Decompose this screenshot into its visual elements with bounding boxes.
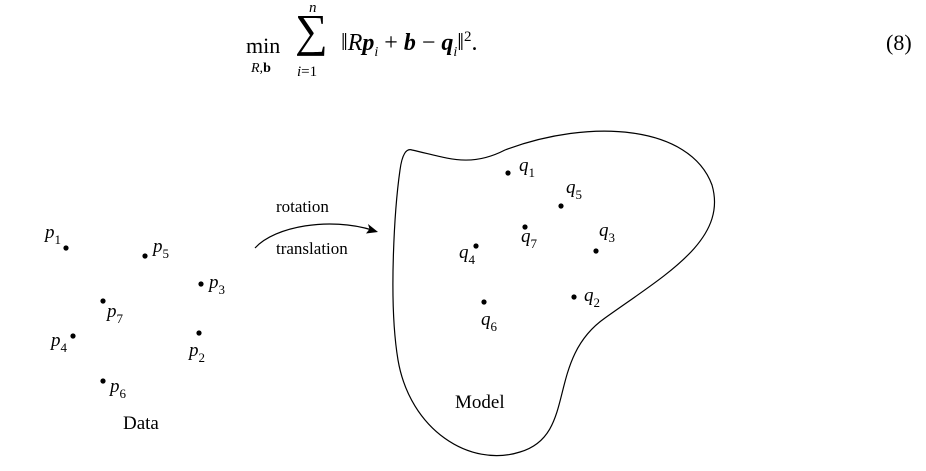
data-point-3-dot [198,281,204,287]
model-point-1-subscript: 1 [529,165,536,180]
data-point-4-label: p4 [49,330,68,355]
model-point-5-dot [558,203,564,209]
data-point-2-subscript: 2 [199,350,206,365]
norm-close: ‖ [457,30,465,56]
model-outline [392,130,715,457]
norm-power: 2 [464,29,472,45]
min-subscript: R,b [251,61,271,77]
data-point-1-subscript: 1 [55,232,62,247]
model-point-6-subscript: 6 [491,319,498,334]
plus-sign: + [378,30,404,56]
data-point-7-subscript: 7 [117,311,124,326]
model-point-4-dot [473,243,479,249]
model-point-6-label: q6 [481,309,498,334]
data-point-1-label: p1 [43,222,61,247]
equation-8: min R,b n ∑ i=1 ‖Rpi + b − qi‖2. [240,0,540,95]
equation-period: . [471,30,478,56]
model-point-3-subscript: 3 [609,230,616,245]
data-point-6-subscript: 6 [120,386,127,401]
translation-label: translation [276,239,348,258]
model-point-7-label: q7 [521,226,538,251]
data-point-1-dot [63,245,69,251]
vector-q: q [441,30,454,56]
model-point-3-dot [593,248,599,254]
vector-p: p [362,30,375,56]
min-subscript-var: R, [251,61,264,76]
model-point-1-label: q1 [519,155,535,180]
model-point-2-subscript: 2 [594,295,601,310]
model-point-4-subscript: 4 [469,252,476,267]
data-point-7-label: p7 [105,301,124,326]
data-point-5-subscript: 5 [163,246,170,261]
model-point-2-label: q2 [584,285,600,310]
sum-start: =1 [301,64,318,80]
model-point-7-subscript: 7 [531,236,538,251]
q-index: i [453,44,458,60]
sum-lower-limit: i=1 [297,64,317,81]
data-point-2-dot [196,330,202,336]
model-caption: Model [455,392,505,413]
model-point-2-dot [571,294,577,300]
min-operator: min [246,33,281,58]
sum-symbol: ∑ [295,5,328,56]
objective-expression: ‖Rpi + b − qi‖2. [341,29,478,61]
points-layer: p1 p5 p3 p7 p4 p2 p6 q1 q5 q7 q3 q4 q2 q6 [43,155,615,401]
data-point-2-label: p2 [187,340,205,365]
data-point-5-label: p5 [151,236,169,261]
data-point-5-dot [142,253,148,259]
vector-b: b [403,30,416,56]
data-point-6-label: p6 [108,376,127,401]
model-point-5-subscript: 5 [576,187,583,202]
data-point-4-subscript: 4 [61,340,68,355]
model-point-4-label: q4 [459,242,476,267]
min-subscript-bold: b [263,61,271,76]
norm-open-r: ‖R [341,30,363,56]
model-point-5-label: q5 [566,177,582,202]
sum-index: i [297,64,302,80]
sum-upper-limit: n [309,0,317,16]
rotation-label: rotation [276,197,329,216]
data-point-7-dot [100,298,106,304]
transform-arrow-head [366,224,378,234]
data-point-4-dot [70,333,76,339]
data-point-3-label: p3 [207,272,225,297]
equation-number: (8) [886,30,912,55]
data-caption: Data [123,413,159,434]
transform-arrow-curve [254,223,373,249]
data-point-6-dot [100,378,106,384]
model-point-1-dot [505,170,511,176]
model-point-6-dot [481,299,487,305]
p-index: i [374,44,379,60]
model-point-7-dot [522,224,528,230]
model-point-3-label: q3 [599,220,615,245]
data-point-3-subscript: 3 [219,282,226,297]
minus-sign: − [415,30,442,56]
